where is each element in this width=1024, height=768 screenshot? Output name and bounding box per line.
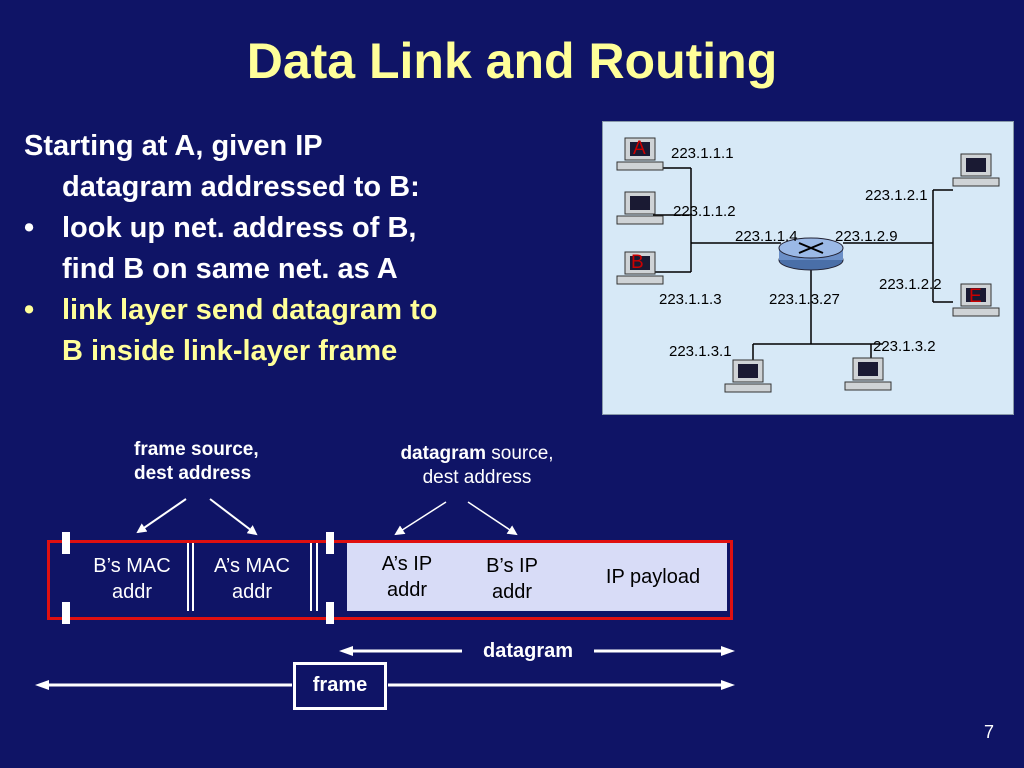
frame-start-marker [62,602,70,624]
ip-payload-field: IP payload [605,566,701,588]
ip-label: 223.1.3.27 [769,291,840,308]
computer-icon-bottom-left [724,359,772,393]
ip-label: 223.1.1.1 [671,145,734,162]
intro-text: Starting at A, given IP datagram address… [24,126,594,208]
frame-caption-line-2: dest address [134,463,252,484]
datagram-span-label: datagram [482,640,574,662]
ip-label: 223.1.1.2 [673,203,736,220]
host-label-b: B [631,252,644,273]
bullet-1-line-2: find B on same net. as A [62,253,398,285]
bullet-dot: • [24,294,35,326]
computer-icon-bottom-right [844,357,892,391]
arrow-to-a-ip [394,501,447,536]
computer-icon-b [616,251,664,285]
page-number: 7 [983,722,994,742]
frame-span-label: frame [312,674,368,696]
host-label-a: A [633,138,646,159]
arrow-to-a-mac [209,498,258,536]
ip-label: 223.1.1.3 [659,291,722,308]
datagram-caption-rest: source, [485,443,554,464]
field-divider [187,543,189,611]
computer-icon-right-top [952,153,1000,187]
intro-line-2: datagram addressed to B: [62,171,420,203]
arrow-to-b-ip [467,501,518,536]
field-divider [192,543,194,611]
ip-label: 223.1.2.1 [865,187,928,204]
host-label-e: E [969,286,982,307]
field-divider [316,543,318,611]
router-icon [778,237,844,271]
frame-span-box [293,662,387,710]
a-mac-addr-field: A’s MAC addr [196,553,308,605]
computer-icon-a [616,137,664,171]
ip-label: 223.1.3.1 [669,343,732,360]
intro-line-1: Starting at A, given IP [24,130,323,162]
b-ip-line-1: B’s IP [486,555,538,577]
b-mac-addr-field: B’s MAC addr [78,553,186,605]
header-end-marker [326,532,334,554]
frame-address-caption: frame source, dest address [134,438,259,486]
computer-icon-e [952,283,1000,317]
computer-icon-2 [616,191,664,225]
a-mac-line-1: A’s MAC [214,555,290,577]
b-mac-line-2: addr [111,581,153,603]
header-end-marker [326,602,334,624]
a-ip-addr-field: A’s IP addr [362,551,452,603]
bullet-item-1: • look up net. address of B, find B on s… [24,208,594,290]
ip-label: 223.1.2.2 [879,276,942,293]
bullet-2-line-1: link layer send datagram to [62,294,438,326]
bullet-list: Starting at A, given IP datagram address… [24,126,594,372]
ip-label: 223.1.3.2 [873,338,936,355]
b-mac-line-1: B’s MAC [93,555,171,577]
b-ip-line-2: addr [491,581,533,603]
frame-caption-line-1: frame source, [134,439,259,460]
ip-label: 223.1.2.9 [835,228,898,245]
page-title: Data Link and Routing [246,33,778,89]
datagram-section [347,543,727,611]
frame-start-marker [62,532,70,554]
b-ip-addr-field: B’s IP addr [466,553,558,605]
datagram-caption-line-2: dest address [422,467,532,488]
network-diagram: A B E 223.1.1.1 223.1.1.2 223.1.1.4 223.… [602,121,1014,415]
network-links [616,137,1000,393]
a-mac-line-2: addr [231,581,273,603]
bullet-item-2: • link layer send datagram to B inside l… [24,290,594,372]
a-ip-line-2: addr [386,579,428,601]
arrow-to-b-mac [136,498,187,534]
bullet-dot: • [24,212,35,244]
ip-label: 223.1.1.4 [735,228,798,245]
datagram-address-caption: datagram source, dest address [372,442,582,490]
bullet-1-line-1: look up net. address of B, [62,212,417,244]
bullet-2-line-2: B inside link-layer frame [62,335,398,367]
field-divider [310,543,312,611]
a-ip-line-1: A’s IP [381,553,433,575]
datagram-caption-bold: datagram [400,443,486,464]
